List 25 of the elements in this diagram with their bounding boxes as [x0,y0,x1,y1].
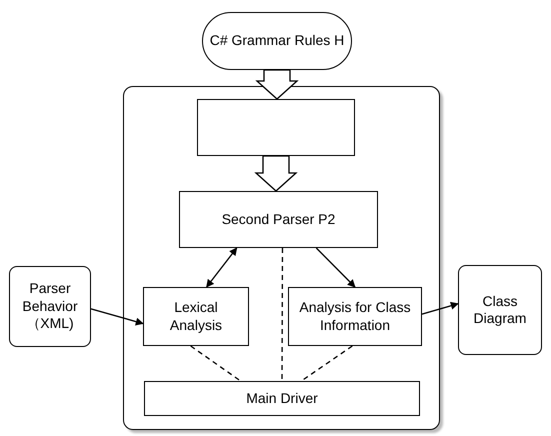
arrow [206,247,238,288]
block-arrow [255,69,299,100]
container-panel [123,86,440,430]
dashed-connector [281,248,284,381]
node-label: C# Grammar Rules H [208,32,346,50]
node-label: Lexical Analysis [168,299,224,334]
process-box [143,287,249,346]
node-label: Analysis for Class Information [298,299,412,334]
process-box [197,99,355,156]
input-box [9,266,91,347]
node-label: Class Diagram [472,292,528,328]
node-label: Main Driver [245,390,319,408]
block-arrow [254,155,298,192]
arrow [316,248,356,288]
process-box [288,287,422,346]
arrow [422,302,459,315]
rounded-terminal [202,12,352,70]
node-label: Parser Behavior （XML) [21,280,79,333]
dashed-connector [190,345,241,382]
process-box [144,381,420,416]
dashed-connector [300,345,353,382]
arrow [90,308,144,326]
process-box [179,191,378,248]
node-label: Second Parser P2 [220,210,336,228]
output-box [458,265,542,355]
